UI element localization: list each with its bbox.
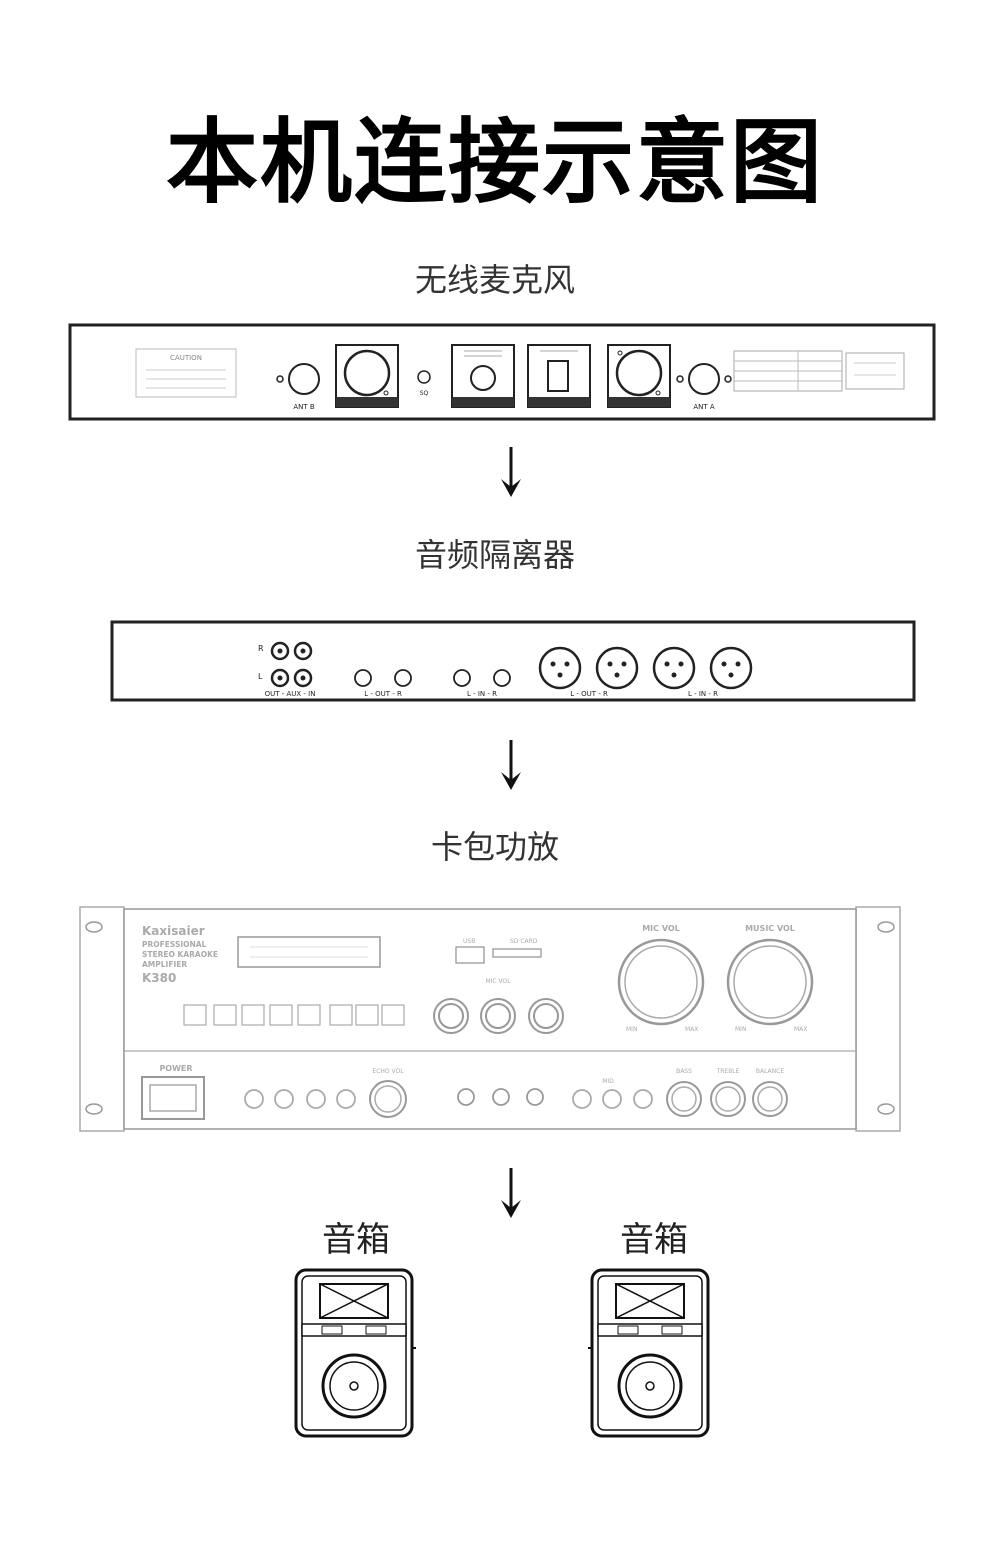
usb-port (455, 946, 485, 964)
svg-text:USB: USB (463, 938, 475, 945)
aux-rca-jacks (270, 641, 313, 688)
svg-text:MID: MID (602, 1078, 614, 1085)
sd-card-slot (492, 948, 542, 958)
ant-b-label: ANT B (293, 403, 315, 411)
audio-isolator-panel: R L OUT - AUX - IN L - OUT - R L - IN - … (110, 620, 916, 702)
step-label-isolator: 音频隔离器 (414, 536, 575, 574)
speaker-right-label: 音箱 (620, 1220, 688, 1260)
down-arrow-icon (501, 1168, 521, 1218)
rca-out-jacks (354, 669, 412, 687)
mic-vol-knob (617, 938, 705, 1026)
mic-volume-knobs (433, 998, 564, 1034)
svg-text:STEREO KARAOKE: STEREO KARAOKE (142, 950, 218, 959)
svg-text:MAX: MAX (685, 1026, 698, 1033)
xlr-output-a (615, 349, 663, 397)
speaker-left (294, 1268, 416, 1438)
step-label-mic: 无线麦克风 (414, 261, 575, 299)
sq-knob (417, 370, 431, 384)
page-title: 本机连接示意图 (165, 109, 824, 216)
tone-knobs (572, 1089, 653, 1109)
ant-a-label: ANT A (693, 403, 715, 411)
svg-text:BALANCE: BALANCE (756, 1068, 784, 1075)
svg-text:BASS: BASS (676, 1068, 692, 1075)
svg-text:CAUTION: CAUTION (170, 354, 202, 362)
speaker-left-label: 音箱 (322, 1220, 390, 1260)
svg-text:POWER: POWER (159, 1064, 192, 1073)
svg-text:MIC VOL: MIC VOL (642, 924, 680, 933)
svg-text:MIC VOL: MIC VOL (485, 978, 511, 985)
speaker-right (588, 1268, 710, 1438)
svg-text:R: R (258, 644, 264, 653)
xlr-output-b (343, 349, 391, 397)
display-screen (237, 936, 381, 968)
svg-text:MAX: MAX (794, 1026, 807, 1033)
xlr-out-connectors (538, 646, 639, 690)
ant-a-connector (688, 363, 720, 395)
svg-text:MUSIC VOL: MUSIC VOL (745, 924, 795, 933)
model-name: K380 (142, 971, 176, 985)
music-vol-knob (726, 938, 814, 1026)
ant-b-connector (288, 363, 320, 395)
power-socket (547, 360, 569, 392)
svg-text:TREBLE: TREBLE (716, 1068, 740, 1075)
echo-knobs (244, 1089, 356, 1109)
svg-text:L - IN - R: L - IN - R (688, 690, 718, 698)
down-arrow-icon (501, 447, 521, 497)
spec-table (733, 350, 905, 392)
rca-in-jacks (453, 669, 511, 687)
wireless-receiver-panel: CAUTION ANT B SQ ANT A (68, 323, 936, 421)
svg-text:PROFESSIONAL: PROFESSIONAL (142, 940, 207, 949)
svg-text:AMPLIFIER: AMPLIFIER (142, 960, 187, 969)
mix-output-jack (470, 365, 496, 391)
brand-name: Kaxisaier (142, 924, 205, 938)
svg-text:SQ: SQ (420, 390, 429, 397)
svg-text:SD CARD: SD CARD (510, 938, 538, 945)
svg-text:MIN: MIN (735, 1026, 746, 1033)
svg-text:MIN: MIN (626, 1026, 637, 1033)
step-label-amplifier: 卡包功放 (430, 828, 559, 866)
svg-text:ECHO VOL: ECHO VOL (372, 1068, 404, 1075)
svg-text:L: L (258, 672, 263, 681)
svg-text:L - OUT - R: L - OUT - R (364, 690, 402, 698)
svg-text:L - OUT - R: L - OUT - R (570, 690, 608, 698)
svg-text:OUT - AUX - IN: OUT - AUX - IN (265, 690, 316, 698)
down-arrow-icon (501, 740, 521, 790)
svg-text:L - IN - R: L - IN - R (467, 690, 497, 698)
caution-label: CAUTION (135, 348, 237, 398)
control-buttons (183, 1004, 405, 1026)
xlr-in-connectors (652, 646, 753, 690)
mic-input-jacks (457, 1088, 544, 1106)
karaoke-amplifier-panel: Kaxisaier PROFESSIONAL STEREO KARAOKE AM… (79, 906, 901, 1132)
